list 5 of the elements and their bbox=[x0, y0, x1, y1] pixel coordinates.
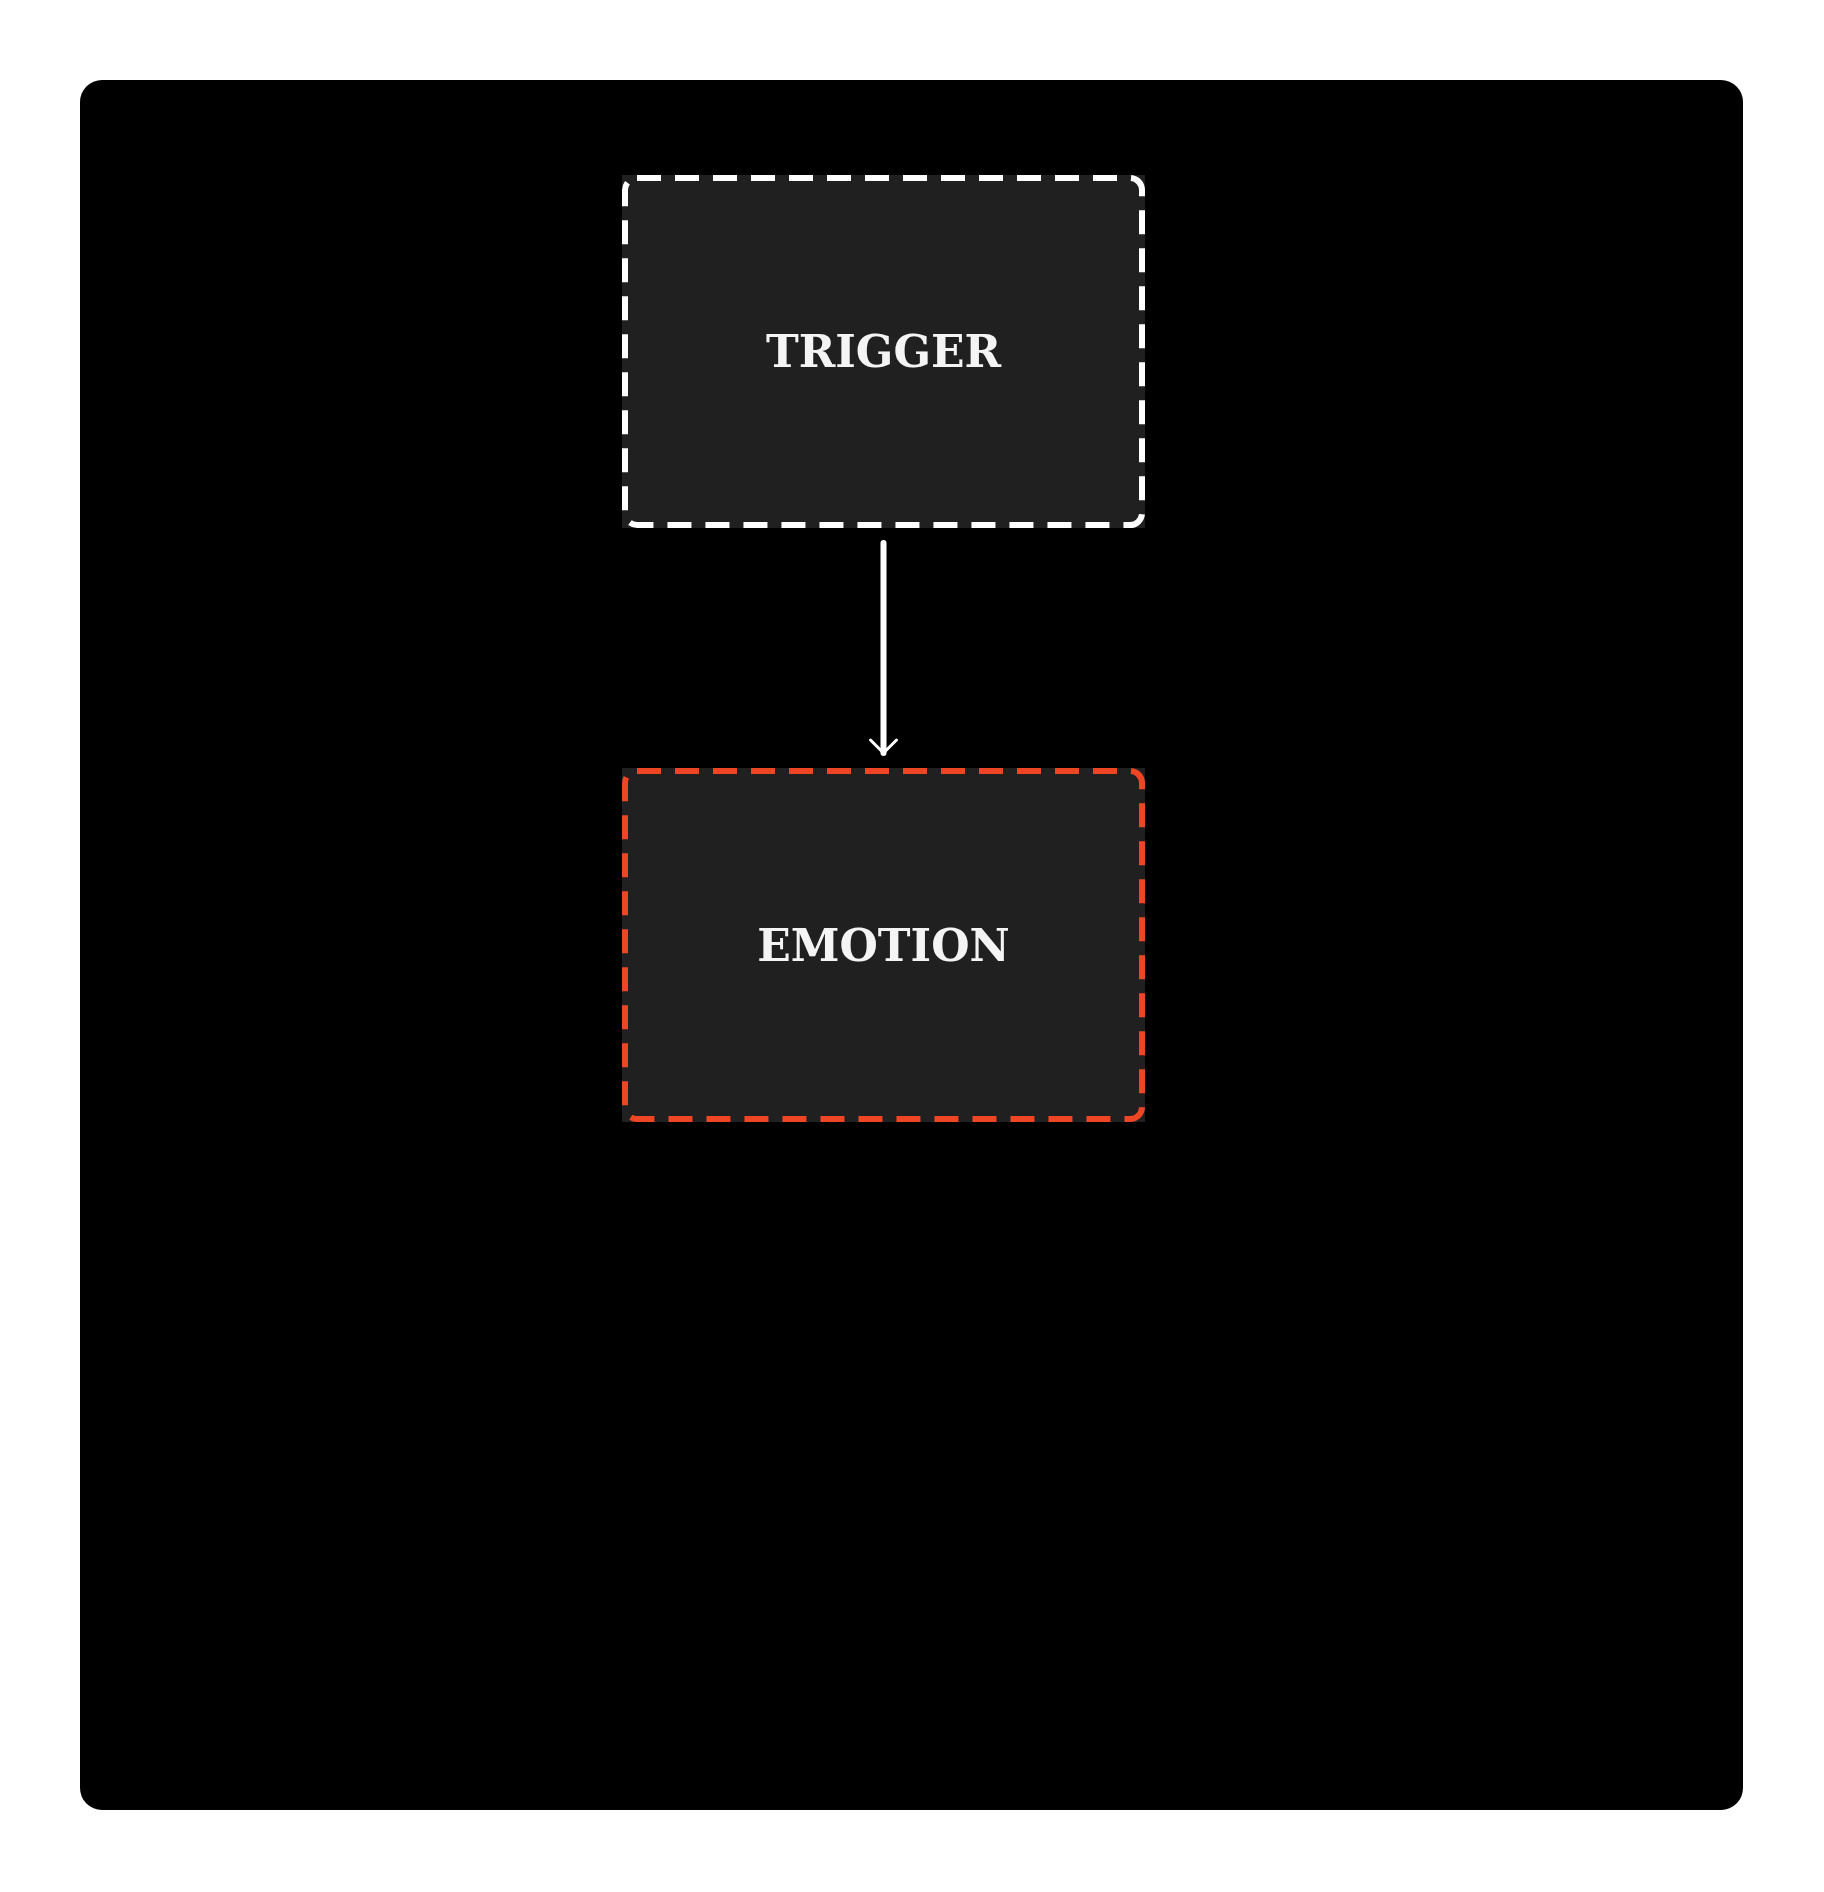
arrow bbox=[869, 540, 898, 756]
dashed-process-box bbox=[622, 768, 1145, 1122]
dashed-process-box bbox=[622, 175, 1145, 528]
box-label: TRIGGER bbox=[765, 326, 1002, 377]
box-label: EMOTION bbox=[757, 919, 1010, 971]
